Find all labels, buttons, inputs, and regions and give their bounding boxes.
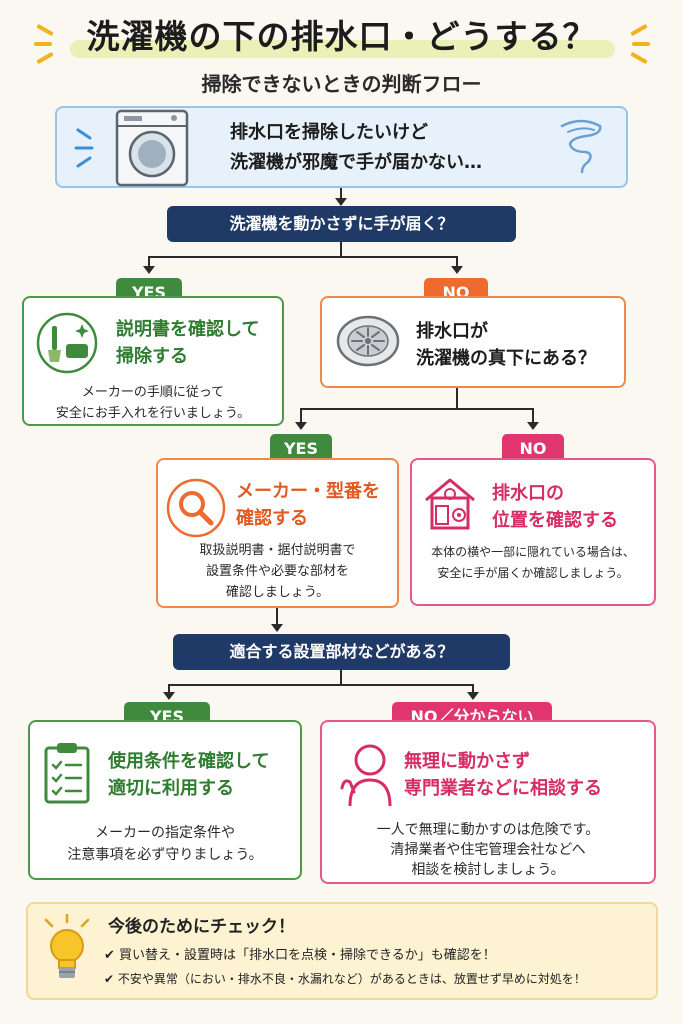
magnifier-icon bbox=[166, 478, 226, 538]
arrow-down-icon bbox=[163, 692, 175, 700]
card-drain-under-line-1: 排水口が bbox=[416, 321, 488, 342]
arrow-down-icon bbox=[527, 422, 539, 430]
card-check-model-title: メーカー・型番を 確認する bbox=[236, 478, 380, 532]
card-consult-professional-title: 無理に動かさず 専門業者などに相談する bbox=[404, 748, 602, 802]
card-check-location-desc: 本体の横や一部に隠れている場合は、 安全に手が届くか確認しましょう。 bbox=[410, 542, 656, 584]
connector bbox=[276, 608, 278, 626]
card-check-model-desc-1: 取扱説明書・据付説明書で bbox=[199, 543, 356, 558]
washing-machine-icon bbox=[115, 109, 189, 187]
card-use-properly-desc-2: 注意事項を必ず守りましょう。 bbox=[67, 847, 263, 863]
connector bbox=[300, 408, 534, 410]
motion-lines-icon bbox=[74, 128, 94, 168]
card-check-location-desc-2: 安全に手が届くか確認しましょう。 bbox=[437, 566, 629, 580]
card-check-location-title: 排水口の 位置を確認する bbox=[492, 480, 618, 534]
title-highlight bbox=[70, 40, 615, 58]
arrow-down-icon bbox=[467, 692, 479, 700]
checkmark-icon: ✔ bbox=[104, 948, 120, 963]
page-title: 洗濯機の下の排水口・どうする？ bbox=[86, 17, 597, 56]
connector bbox=[456, 388, 458, 408]
card-consult-professional-desc-1: 一人で無理に動かすのは危険です。 bbox=[376, 822, 600, 838]
card-use-properly-title-1: 使用条件を確認して bbox=[108, 751, 270, 772]
card-check-manual-desc-2: 安全にお手入れを行いましょう。 bbox=[55, 406, 251, 421]
card-check-manual-desc: メーカーの手順に従って 安全にお手入れを行いましょう。 bbox=[22, 382, 284, 424]
connector bbox=[472, 684, 474, 694]
arrow-down-icon bbox=[335, 198, 347, 206]
card-check-model-title-1: メーカー・型番を bbox=[236, 481, 380, 502]
connector bbox=[168, 684, 474, 686]
sparkle-icon bbox=[34, 42, 52, 46]
sparkle-icon bbox=[632, 42, 650, 46]
card-check-location-desc-1: 本体の横や一部に隠れている場合は、 bbox=[431, 545, 635, 559]
card-check-manual-title-1: 説明書を確認して bbox=[116, 319, 260, 340]
card-use-properly-desc-1: メーカーの指定条件や bbox=[95, 825, 235, 841]
card-check-model-desc-2: 設置条件や必要な部材を bbox=[205, 564, 349, 579]
card-check-model-desc-3: 確認しましょう。 bbox=[225, 585, 330, 600]
future-check-item-1: ✔ 買い替え・設置時は「排水口を点検・掃除できるか」も確認を！ bbox=[104, 944, 496, 963]
connector bbox=[532, 408, 534, 424]
intro-line-1: 排水口を掃除したいけど bbox=[230, 122, 428, 143]
connector bbox=[148, 256, 458, 258]
page-subtitle: 掃除できないときの判断フロー bbox=[201, 72, 482, 96]
future-check-box bbox=[26, 902, 658, 1000]
checkmark-icon: ✔ bbox=[104, 972, 118, 986]
connector bbox=[148, 256, 150, 268]
card-consult-professional-desc: 一人で無理に動かすのは危険です。 清掃業者や住宅管理会社などへ 相談を検討しまし… bbox=[320, 820, 656, 880]
card-drain-under-text: 排水口が 洗濯機の真下にある？ bbox=[416, 318, 596, 372]
future-check-title: 今後のためにチェック！ bbox=[108, 917, 295, 937]
arrow-down-icon bbox=[143, 266, 155, 274]
card-consult-professional-title-1: 無理に動かさず bbox=[404, 751, 530, 772]
card-drain-under-line-2: 洗濯機の真下にある？ bbox=[416, 348, 596, 369]
question-2: 適合する設置部材などがある？ bbox=[173, 634, 510, 670]
connector bbox=[456, 256, 458, 268]
connector bbox=[340, 188, 342, 200]
future-check-item-2: ✔ 不安や異常（におい・排水不良・水漏れなど）があるときは、放置せず早めに対処を… bbox=[104, 970, 586, 987]
future-check-item-2-text: 不安や異常（におい・排水不良・水漏れなど）があるときは、放置せず早めに対処を！ bbox=[117, 972, 586, 986]
card-consult-professional-desc-3: 相談を検討しましょう。 bbox=[411, 862, 565, 878]
person-icon bbox=[340, 744, 392, 807]
card-check-location-title-2: 位置を確認する bbox=[492, 510, 618, 531]
card-use-properly-title: 使用条件を確認して 適切に利用する bbox=[108, 748, 269, 802]
card-check-manual-title-2: 掃除する bbox=[116, 346, 188, 367]
card-use-properly-desc: メーカーの指定条件や 注意事項を必ず守りましょう。 bbox=[28, 822, 302, 866]
arrow-down-icon bbox=[271, 624, 283, 632]
connector bbox=[300, 408, 302, 424]
question-1: 洗濯機を動かさずに手が届く？ bbox=[167, 206, 516, 242]
card-consult-professional-desc-2: 清掃業者や住宅管理会社などへ bbox=[390, 842, 586, 858]
intro-line-2: 洗濯機が邪魔で手が届かない… bbox=[230, 152, 482, 173]
connector bbox=[340, 670, 342, 684]
house-drain-icon bbox=[425, 478, 475, 530]
card-check-location-title-1: 排水口の bbox=[492, 483, 564, 504]
card-check-manual-desc-1: メーカーの手順に従って bbox=[81, 385, 225, 400]
card-consult-professional-title-2: 専門業者などに相談する bbox=[404, 778, 602, 799]
card-check-model-title-2: 確認する bbox=[236, 508, 308, 529]
card-check-manual-title: 説明書を確認して 掃除する bbox=[116, 316, 259, 370]
arrow-down-icon bbox=[451, 266, 463, 274]
drain-icon bbox=[336, 315, 400, 367]
connector bbox=[168, 684, 170, 694]
intro-text: 排水口を掃除したいけど 洗濯機が邪魔で手が届かない… bbox=[230, 118, 550, 178]
arrow-down-icon bbox=[295, 422, 307, 430]
checklist-icon bbox=[44, 743, 90, 804]
cleaning-brush-icon bbox=[36, 312, 98, 374]
lightbulb-icon bbox=[44, 914, 90, 978]
future-check-item-1-text: 買い替え・設置時は「排水口を点検・掃除できるか」も確認を！ bbox=[119, 948, 496, 963]
card-check-model-desc: 取扱説明書・据付説明書で 設置条件や必要な部材を 確認しましょう。 bbox=[156, 540, 399, 603]
swirl-icon bbox=[560, 119, 602, 174]
connector bbox=[340, 242, 342, 256]
card-use-properly-title-2: 適切に利用する bbox=[108, 778, 234, 799]
